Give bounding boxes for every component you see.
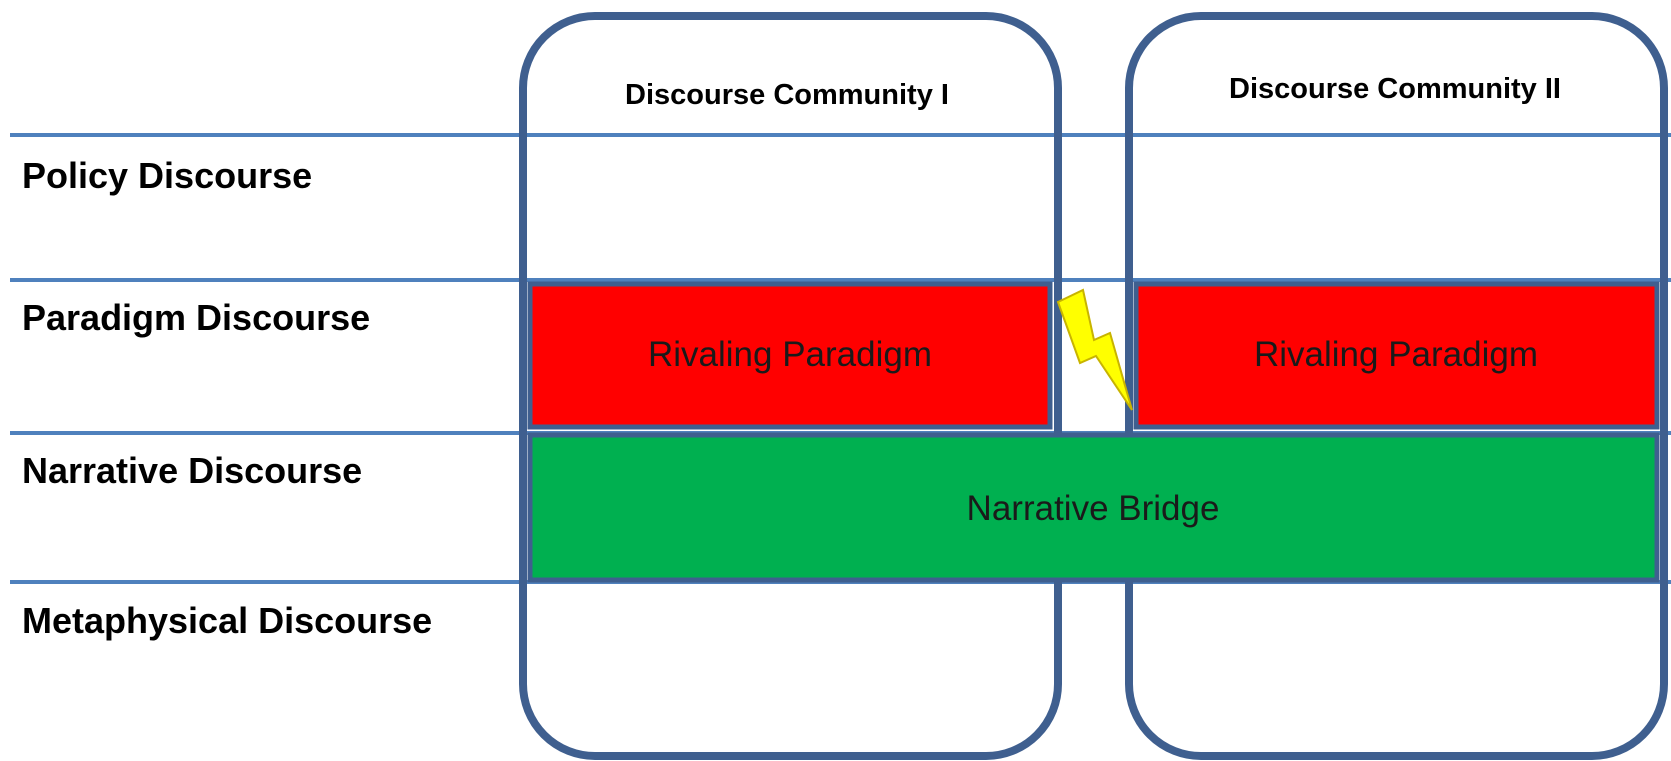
row-label-narrative: Narrative Discourse: [22, 450, 362, 491]
row-label-metaphysical: Metaphysical Discourse: [22, 600, 432, 641]
narrative-bridge-label: Narrative Bridge: [967, 489, 1220, 528]
column-label-community-2: Discourse Community II: [1229, 73, 1561, 105]
rivaling-paradigm-box-left: [527, 281, 1053, 430]
row-label-paradigm: Paradigm Discourse: [22, 297, 370, 338]
column-label-community-1: Discourse Community I: [625, 79, 949, 111]
narrative-bridge-box: [527, 432, 1660, 583]
rivaling-paradigm-box-right: [1133, 281, 1660, 430]
rivaling-paradigm-label-left: Rivaling Paradigm: [648, 335, 932, 374]
community-column-2: [1125, 12, 1668, 760]
community-column-1: [519, 12, 1062, 760]
row-label-policy: Policy Discourse: [22, 155, 312, 196]
rivaling-paradigm-label-right: Rivaling Paradigm: [1254, 335, 1538, 374]
lightning-bolt-icon: [1056, 288, 1133, 411]
